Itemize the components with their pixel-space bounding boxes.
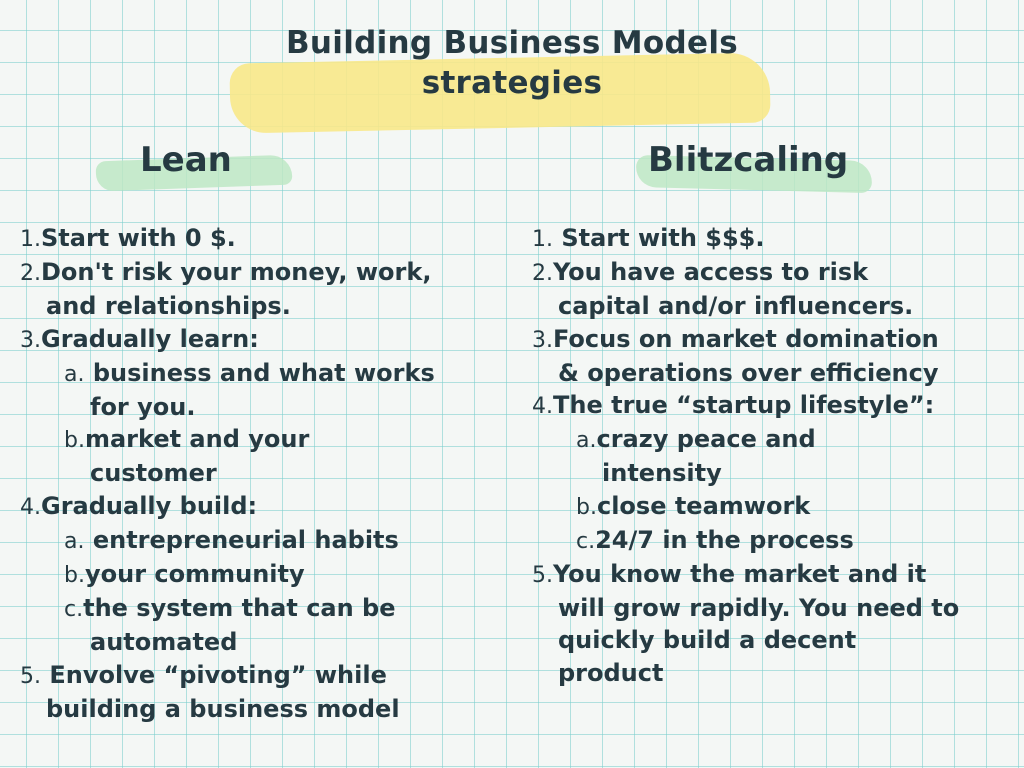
blitz-item-text: close teamwork	[596, 491, 811, 520]
lean-item-number: 3.	[20, 327, 41, 353]
blitz-item-text: You know the market and it	[553, 560, 927, 589]
blitz-item-text: will grow rapidly. You need to	[558, 594, 960, 623]
lean-list-item: automated	[20, 626, 510, 658]
blitz-list: 1. Start with $$$.2.You have access to r…	[532, 222, 1018, 689]
lean-list-item: a. business and what works	[20, 357, 510, 391]
blitz-item-text: quickly build a decent	[558, 626, 857, 655]
lean-list-item: a. entrepreneurial habits	[20, 524, 510, 558]
blitz-item-number: 5.	[532, 563, 553, 589]
lean-item-text: your community	[84, 560, 305, 589]
blitz-list-item: 3.Focus on market domination	[532, 323, 1018, 357]
lean-heading: Lean	[140, 140, 232, 180]
lean-item-text: Gradually build:	[41, 491, 258, 520]
lean-list-item: b.market and your	[20, 423, 510, 457]
blitz-list-item: product	[532, 657, 1018, 689]
blitz-item-text: product	[558, 658, 664, 687]
lean-item-text: market and your	[84, 425, 310, 454]
lean-item-number: 4.	[20, 494, 41, 520]
blitz-item-text: You have access to risk	[553, 258, 869, 287]
lean-item-number: 5.	[20, 663, 41, 689]
lean-list-item: customer	[20, 457, 510, 489]
blitz-heading: Blitzcaling	[648, 140, 849, 180]
lean-item-number: 1.	[20, 227, 41, 252]
blitz-item-text: & operations over efficiency	[558, 358, 939, 387]
lean-list-item: building a business model	[20, 693, 510, 725]
blitz-item-number: 3.	[532, 327, 553, 353]
lean-item-text: Start with 0 $.	[41, 224, 236, 252]
lean-item-text: building a business model	[46, 694, 400, 723]
blitz-item-text: Focus on market domination	[553, 324, 939, 353]
blitz-list-item: a.crazy peace and	[532, 423, 1018, 457]
lean-item-text: Gradually learn:	[41, 324, 259, 353]
lean-list-item: 3.Gradually learn:	[20, 323, 510, 357]
lean-item-text: entrepreneurial habits	[84, 525, 399, 554]
blitz-list-item: 1. Start with $$$.	[532, 222, 1018, 256]
lean-list-item: 4.Gradually build:	[20, 490, 510, 524]
lean-item-number: b.	[64, 563, 85, 589]
lean-item-number: c.	[64, 597, 84, 623]
blitz-item-text: 24/7 in the process	[595, 525, 854, 554]
lean-item-text: and relationships.	[46, 292, 291, 321]
blitz-list-item: c.24/7 in the process	[532, 524, 1018, 558]
lean-item-text: Envolve “pivoting” while	[41, 660, 387, 689]
lean-list-item: 1.Start with 0 $.	[20, 222, 510, 256]
lean-item-number: 2.	[20, 261, 41, 287]
lean-item-number: a.	[64, 528, 85, 554]
blitz-list-item: 5.You know the market and it	[532, 558, 1018, 592]
blitz-list-item: capital and/or influencers.	[532, 290, 1018, 322]
lean-item-text: automated	[90, 628, 238, 657]
blitz-item-number: 4.	[532, 394, 553, 420]
lean-list-item: b.your community	[20, 558, 510, 592]
blitz-item-number: c.	[576, 528, 596, 554]
page-title-line-1: Building Business Models	[285, 25, 739, 61]
blitz-list-item: 4.The true “startup lifestyle”:	[532, 389, 1018, 423]
blitz-item-number: 1.	[532, 227, 553, 252]
lean-item-text: for you.	[90, 393, 196, 422]
blitz-item-number: 2.	[532, 261, 553, 287]
blitz-item-text: crazy peace and	[596, 425, 816, 454]
lean-item-text: business and what works	[84, 358, 435, 387]
blitz-list-item: & operations over efficiency	[532, 357, 1018, 389]
blitz-list-item: b.close teamwork	[532, 490, 1018, 524]
lean-list-item: 2.Don't risk your money, work,	[20, 256, 510, 290]
blitz-item-number: b.	[576, 494, 597, 520]
blitz-list-item: 2.You have access to risk	[532, 256, 1018, 290]
lean-list-item: c.the system that can be	[20, 592, 510, 626]
blitz-list-item: quickly build a decent	[532, 624, 1018, 656]
blitz-item-text: The true “startup lifestyle”:	[553, 391, 935, 420]
blitz-item-text: capital and/or influencers.	[558, 292, 914, 321]
lean-list-item: 5. Envolve “pivoting” while	[20, 659, 510, 693]
lean-item-number: a.	[64, 361, 85, 387]
blitz-item-text: Start with $$$.	[553, 224, 765, 252]
blitz-item-number: a.	[576, 428, 597, 454]
lean-item-text: Don't risk your money, work,	[41, 258, 432, 287]
page-title-line-2: strategies	[421, 65, 603, 101]
blitz-item-text: intensity	[602, 459, 722, 488]
blitz-list-item: intensity	[532, 457, 1018, 489]
lean-list: 1.Start with 0 $.2.Don't risk your money…	[20, 222, 510, 725]
lean-item-text: the system that can be	[83, 594, 396, 623]
blitz-list-item: will grow rapidly. You need to	[532, 592, 1018, 624]
lean-list-item: and relationships.	[20, 290, 510, 322]
lean-item-text: customer	[90, 459, 217, 488]
lean-list-item: for you.	[20, 391, 510, 423]
lean-item-number: b.	[64, 428, 85, 454]
